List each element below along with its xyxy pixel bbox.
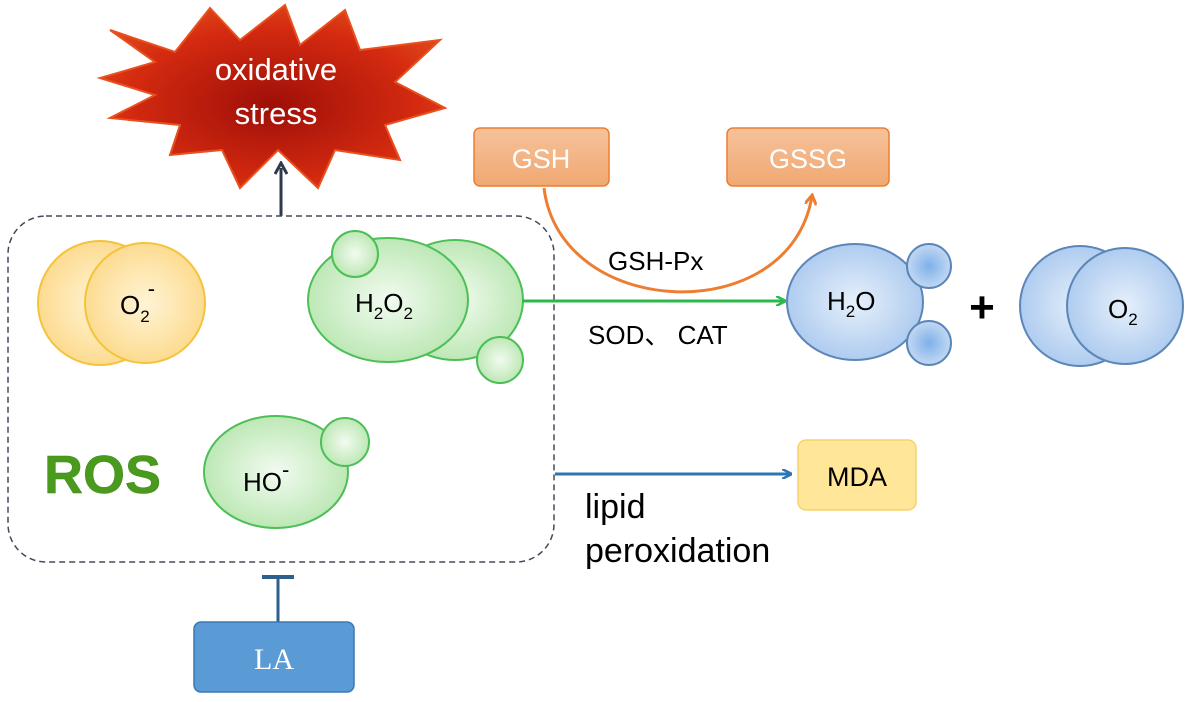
gsh-box: GSH — [473, 127, 610, 187]
oxygen-molecule: O2 — [1019, 245, 1184, 367]
gsh-px-label: GSH-Px — [608, 246, 703, 276]
ros-container — [7, 215, 555, 563]
mda-box: MDA — [797, 439, 917, 511]
sod-cat-label: SOD、 CAT — [588, 320, 728, 350]
oxygen-label: O2 — [1108, 294, 1138, 329]
hydrogen-peroxide-label: H2O2 — [355, 288, 413, 323]
la-box: LA — [193, 621, 355, 693]
gsh-label: GSH — [512, 144, 571, 174]
oxidative-stress-line1: oxidative — [215, 52, 337, 87]
lipid-peroxidation-line2: peroxidation — [585, 532, 770, 570]
gssg-box: GSSG — [726, 127, 890, 187]
la-label: LA — [254, 643, 294, 676]
lipid-peroxidation-line1: lipid — [585, 488, 645, 526]
hydroxyl-label: HO- — [243, 457, 289, 497]
hydrogen-peroxide-molecule: H2O2 — [307, 230, 524, 384]
water-molecule: H2O — [786, 243, 952, 366]
gsh-to-gssg-arrow — [542, 187, 812, 294]
mda-label: MDA — [827, 462, 887, 492]
plus-sign: + — [969, 283, 995, 332]
oxidative-stress-line2: stress — [235, 96, 318, 131]
hydroxyl-molecule: HO- — [203, 415, 370, 529]
gssg-label: GSSG — [769, 144, 847, 174]
water-label: H2O — [827, 286, 875, 321]
superoxide-label: O2- — [120, 276, 155, 326]
superoxide-molecule: O2- — [37, 240, 206, 366]
ros-label: ROS — [44, 445, 161, 505]
oxidative-stress-burst: oxidative stress — [96, 3, 448, 190]
